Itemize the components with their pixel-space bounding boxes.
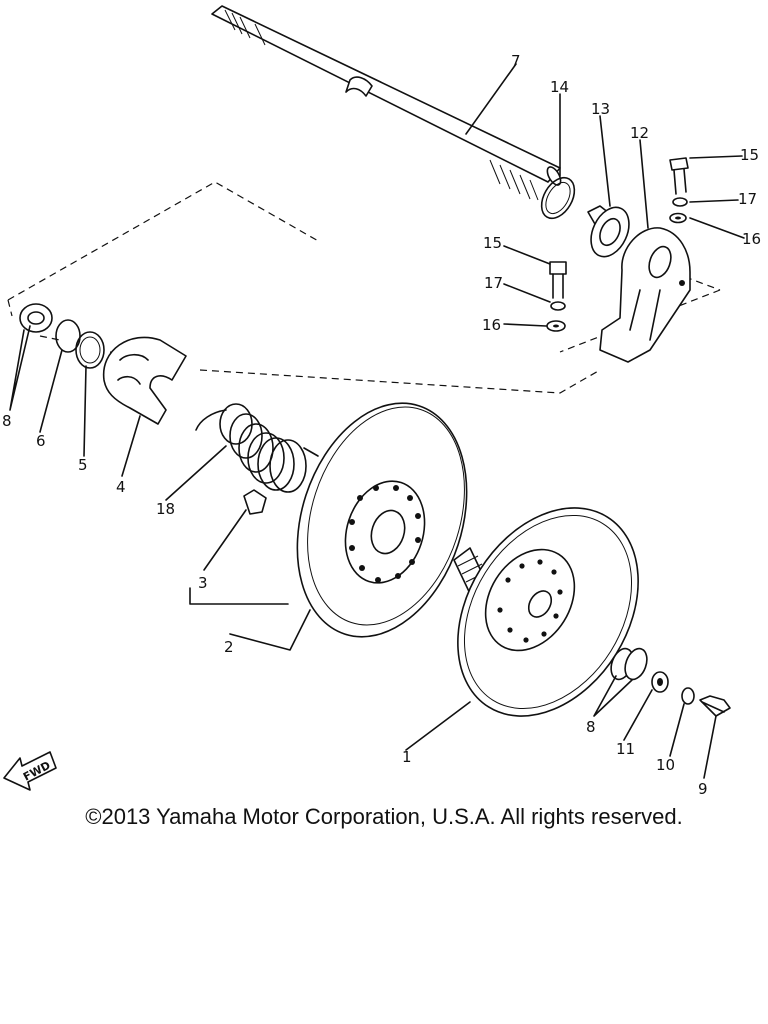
callout-4: 4 xyxy=(116,478,126,496)
part-fixed-sheave xyxy=(453,507,639,717)
callout-9: 9 xyxy=(698,780,708,798)
part-slider-block xyxy=(243,489,267,515)
part-cam-weight xyxy=(102,336,187,425)
callout-12: 12 xyxy=(630,124,649,142)
callout-6: 6 xyxy=(36,432,46,450)
callout-17-lower: 17 xyxy=(484,274,503,292)
callout-5: 5 xyxy=(78,456,88,474)
part-movable-sheave xyxy=(296,402,468,638)
callout-10: 10 xyxy=(656,756,675,774)
exploded-parts-diagram: 7 14 13 12 15 17 16 15 17 16 8 6 5 4 18 … xyxy=(2,5,761,798)
part-upper-bolt-set xyxy=(669,157,689,224)
part-shaft xyxy=(211,5,562,201)
callout-15-upper: 15 xyxy=(740,146,759,164)
callout-2: 2 xyxy=(224,638,234,656)
fwd-arrow: FWD xyxy=(3,751,57,791)
part-circlip xyxy=(540,176,576,220)
part-left-spacers xyxy=(19,303,105,369)
callout-16-lower: 16 xyxy=(482,316,501,334)
callout-8-left: 8 xyxy=(2,412,12,430)
callout-14: 14 xyxy=(550,78,569,96)
part-lower-spacers xyxy=(610,647,731,717)
callout-7: 7 xyxy=(511,52,521,70)
callout-17-upper: 17 xyxy=(738,190,757,208)
part-bearing xyxy=(587,205,630,258)
callout-18: 18 xyxy=(156,500,175,518)
copyright-notice: ©2013 Yamaha Motor Corporation, U.S.A. A… xyxy=(85,804,683,829)
callout-8-right: 8 xyxy=(586,718,596,736)
callout-11: 11 xyxy=(616,740,635,758)
leader-lines xyxy=(9,63,745,779)
callout-15-lower: 15 xyxy=(483,234,502,252)
callout-3: 3 xyxy=(198,574,208,592)
callout-13: 13 xyxy=(591,100,610,118)
part-lower-bolt-set xyxy=(546,261,567,332)
callout-1: 1 xyxy=(402,748,412,766)
callout-16-upper: 16 xyxy=(742,230,761,248)
part-spring xyxy=(195,403,319,493)
callout-labels: 7 14 13 12 15 17 16 15 17 16 8 6 5 4 18 … xyxy=(2,52,761,798)
part-bracket xyxy=(599,227,691,363)
